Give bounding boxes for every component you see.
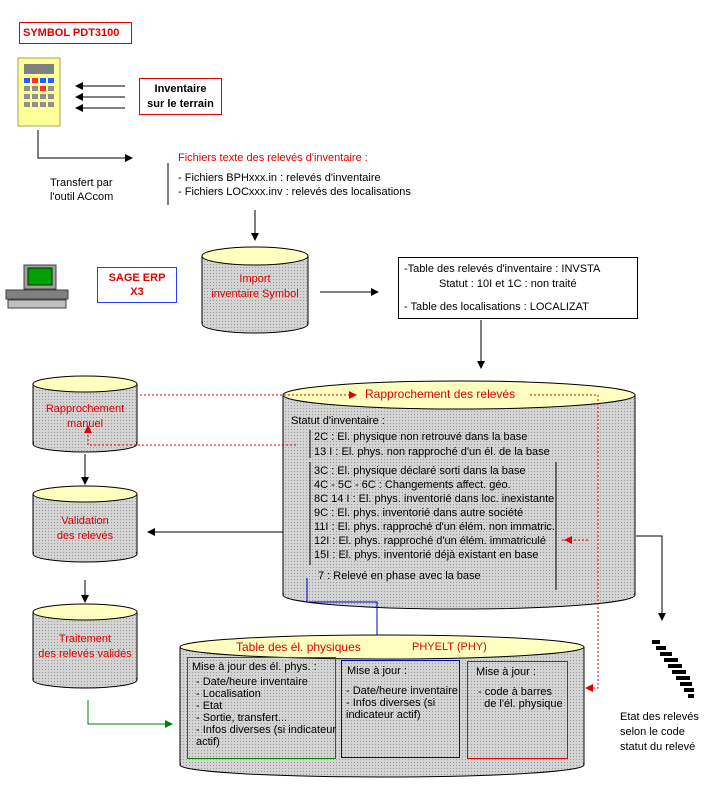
list-item: - Sortie, transfert... (196, 712, 288, 724)
tables-line3: - Table des localisations : LOCALIZAT (404, 301, 589, 313)
text-files-title: Fichiers texte des relevés d'inventaire … (178, 152, 368, 164)
text-files-line2: - Fichiers LOCxxx.inv : relevés des loca… (178, 186, 411, 198)
list-item: - Infos diverses (si (346, 697, 436, 709)
transfer-label: Transfert par l'outil ACcom (50, 177, 114, 203)
update-date-title: Mise à jour : (347, 665, 407, 677)
physical-elements-cylinder (179, 634, 585, 778)
update-phys-title: Mise à jour des él. phys. : (192, 661, 317, 673)
matching-title: Rapprochement des relevés (365, 387, 516, 401)
list-item: - Localisation (196, 688, 261, 700)
update-phys-list: - Date/heure inventaire - Localisation -… (196, 676, 336, 748)
sage-erp-label: SAGE ERP X3 (108, 272, 166, 298)
phys-table-code: PHYELT (PHY) (412, 641, 487, 653)
status-title: Statut d'inventaire : (291, 415, 385, 427)
list-item: actif) (196, 736, 220, 748)
update-phys-box: Mise à jour des él. phys. : - Date/heure… (187, 657, 336, 759)
status-line: 9C : El. phys. inventorié dans autre soc… (314, 507, 524, 519)
sage-erp-box: SAGE ERP X3 (97, 267, 177, 303)
status-line: 4C - 5C - 6C : Changements affect. géo. (314, 479, 511, 491)
status-group-1: 2C : El. physique non retrouvé dans la b… (314, 431, 550, 458)
computer-icon (5, 264, 69, 309)
status-line: 2C : El. physique non retrouvé dans la b… (314, 431, 528, 443)
treatment-cylinder (32, 603, 138, 689)
status-caption: Etat des relevés selon le code statut du… (620, 711, 699, 753)
update-barcode-list: - code à barres de l'él. physique (478, 686, 563, 710)
validation-cylinder (32, 485, 138, 563)
manual-cylinder (32, 375, 138, 453)
tables-line1: -Table des relevés d'inventaire : INVSTA (404, 263, 601, 275)
tables-line2: Statut : 10I et 1C : non traité (439, 278, 577, 290)
update-date-list: - Date/heure inventaire - Infos diverses… (346, 685, 458, 721)
update-barcode-box: Mise à jour : - code à barres de l'él. p… (467, 661, 568, 759)
list-item: - Date/heure inventaire (196, 676, 308, 688)
status-line: 13 I : El. phys. non rapproché d'un él. … (314, 446, 550, 458)
status-line: 15I : El. phys. inventorié déjà existant… (314, 549, 539, 561)
list-item: de l'él. physique (478, 698, 563, 710)
field-inventory-label: Inventaire sur le terrain (147, 83, 214, 110)
update-date-box: Mise à jour : - Date/heure inventaire - … (341, 660, 460, 758)
status-7-line: 7 : Relevé en phase avec la base (318, 570, 481, 582)
tables-box: -Table des relevés d'inventaire : INVSTA… (398, 257, 638, 319)
barcode-icon (652, 640, 694, 698)
list-item: indicateur actif) (346, 709, 421, 721)
status-line: 3C : El. physique déclaré sorti dans la … (314, 465, 526, 477)
import-cylinder (201, 246, 309, 334)
status-line: 8C 14 I : El. phys. inventorié dans loc.… (314, 493, 555, 505)
update-barcode-title: Mise à jour : (476, 666, 536, 678)
status-line: 12I : El. phys. rapproché d'un élém. imm… (314, 535, 546, 547)
field-inventory-box: Inventaire sur le terrain (139, 78, 222, 115)
handheld-scanner-icon (17, 57, 61, 127)
list-item: - code à barres (478, 686, 552, 698)
device-label: SYMBOL PDT3100 (23, 27, 120, 39)
list-item: - Etat (196, 700, 223, 712)
list-item: - Date/heure inventaire (346, 685, 458, 697)
status-line: 11I : El. phys. rapproché d'un élém. non… (314, 521, 555, 533)
phys-table-title: Table des él. physiques (236, 640, 361, 654)
validation-label: Validation des relevés (56, 515, 114, 542)
import-label: Import inventaire Symbol (211, 273, 299, 300)
device-label-box: SYMBOL PDT3100 (19, 22, 132, 44)
text-files-line1: - Fichiers BPHxxx.in : relevés d'inventa… (178, 172, 381, 184)
list-item: - Infos diverses (si indicateur (196, 724, 336, 736)
status-group-2: 3C : El. physique déclaré sorti dans la … (314, 465, 555, 561)
treatment-label: Traitement des relevés validés (38, 633, 132, 660)
manual-label: Rapprochement manuel (45, 403, 125, 430)
